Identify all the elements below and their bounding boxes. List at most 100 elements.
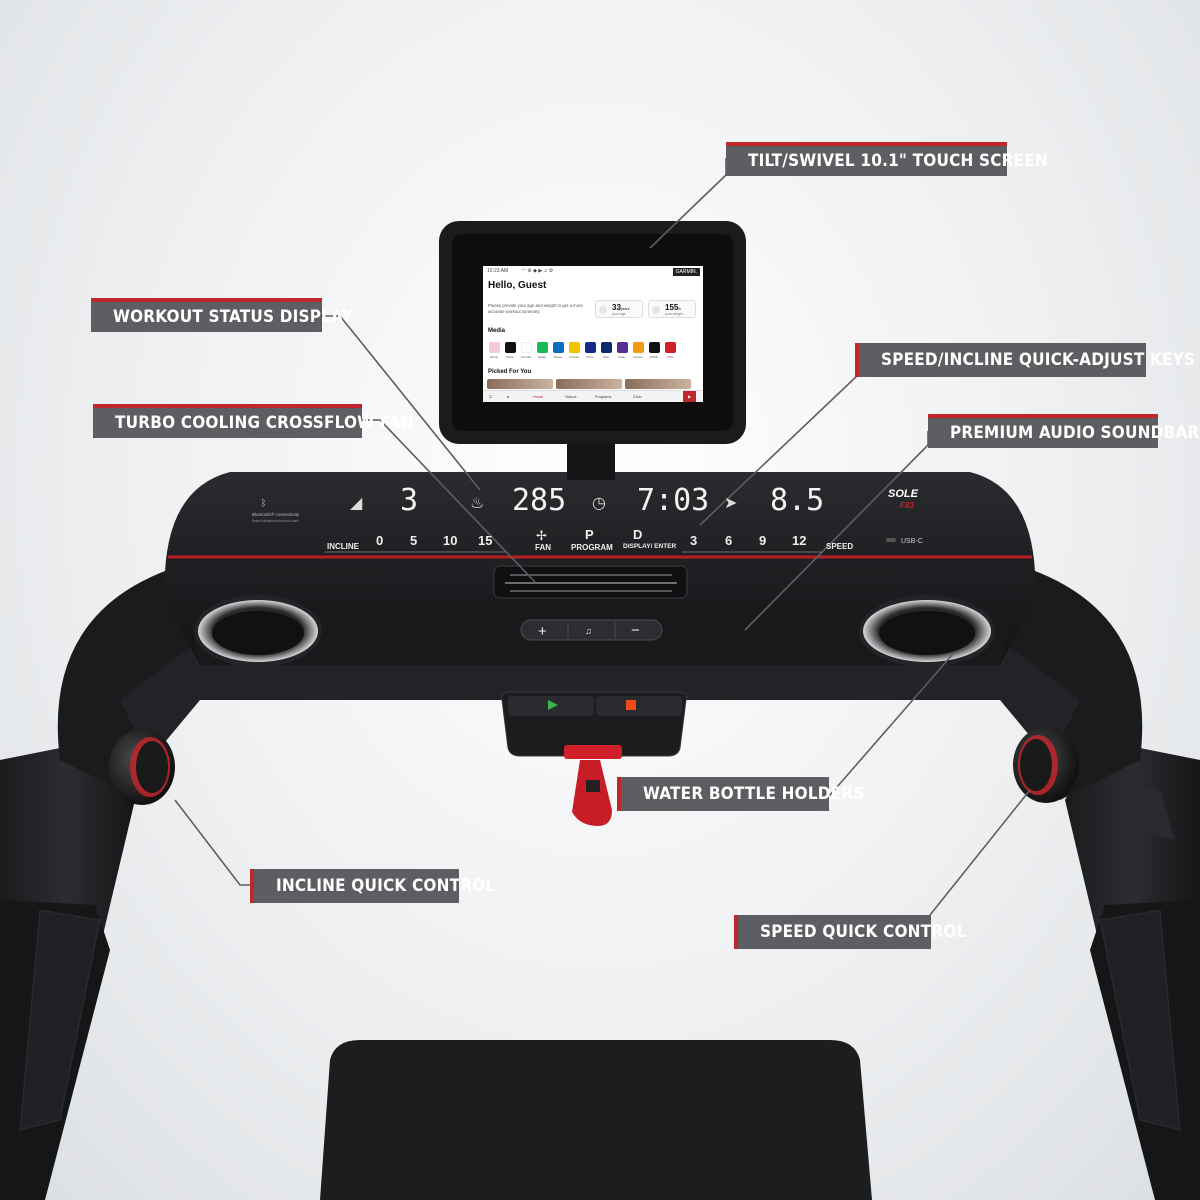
media-app-4[interactable] (537, 342, 548, 353)
usb-label: USB-C (901, 538, 923, 545)
bluetooth-icon: ᛒ (261, 498, 266, 508)
media-app-3[interactable] (521, 342, 532, 353)
display-key-label: DISPLAY/ ENTER (623, 543, 677, 550)
play-icon[interactable]: ▶ (683, 391, 696, 402)
media-heading: Media (488, 328, 506, 334)
media-app-label-1: iMovie (489, 355, 499, 359)
speed-key-3[interactable]: 3 (690, 533, 697, 548)
callout-incline-quick: INCLINE QUICK CONTROL (250, 869, 495, 903)
age-value: 33 (612, 303, 621, 312)
start-stop-pod (501, 691, 687, 757)
bluetooth-note: Select a bluetooth device to start (252, 519, 298, 523)
callout-workout-status: WORKOUT STATUS DISPLAY (91, 298, 353, 332)
volume-down-button[interactable]: − (631, 622, 640, 639)
media-app-8[interactable] (601, 342, 612, 353)
media-app-label-5: Disney (553, 355, 563, 359)
greeting: Hello, Guest (488, 280, 547, 291)
media-app-label-10: Peloton (633, 355, 643, 359)
fan-key-label: FAN (535, 543, 551, 552)
media-app-5[interactable] (553, 342, 564, 353)
bluetooth-label: Bluetooth® connectivity (252, 511, 300, 517)
media-app-label-12: CNN (666, 355, 674, 359)
safety-key (564, 745, 622, 826)
age-card[interactable]: 33years your age (595, 300, 643, 318)
time-readout: 7:03 (637, 483, 709, 518)
nav-profile-icon[interactable]: ● (507, 395, 510, 399)
nav-home[interactable]: Home (533, 395, 544, 399)
picked-thumb-1[interactable] (487, 379, 553, 389)
media-app-11[interactable] (649, 342, 660, 353)
media-app-label-7: Prime (586, 355, 594, 359)
speed-quick-knob (1013, 727, 1079, 803)
stop-icon (626, 700, 636, 710)
incline-quick-knob (109, 729, 175, 805)
media-app-9[interactable] (617, 342, 628, 353)
nav-iclub[interactable]: iClub (633, 395, 642, 399)
status-bar: 10:23 AM ◠ ⚙ ◆ ▶ ♫ ⚙ (483, 266, 703, 276)
media-app-label-9: Hulu+ (618, 355, 626, 359)
model-label: F83 (900, 501, 914, 510)
callout-turbo-fan: TURBO COOLING CROSSFLOW FAN (93, 404, 413, 438)
water-bottle-holder-left (194, 595, 322, 667)
brand-logo: SOLE (888, 488, 919, 500)
volume-up-button[interactable]: + (538, 623, 547, 640)
speed-key-9[interactable]: 9 (759, 533, 766, 548)
callout-speed-quick: SPEED QUICK CONTROL (734, 915, 966, 949)
callout-audio-soundbar: PREMIUM AUDIO SOUNDBAR (928, 414, 1199, 448)
bottom-nav: ⎋ ● Home Videos Programs iClub ▶ (483, 390, 703, 402)
nav-exit-icon[interactable]: ⎋ (489, 395, 493, 399)
media-app-label-6: Youtube (568, 355, 580, 359)
weight-unit: lb (678, 307, 682, 311)
water-bottle-holder-right (859, 595, 995, 667)
picked-thumb-3[interactable] (625, 379, 691, 389)
incline-key-15[interactable]: 15 (478, 533, 492, 548)
media-app-12[interactable] (665, 342, 676, 353)
nav-programs[interactable]: Programs (595, 395, 612, 399)
media-app-2[interactable] (505, 342, 516, 353)
media-app-10[interactable] (633, 342, 644, 353)
media-app-6[interactable] (569, 342, 580, 353)
garmin-badge: GARMIN. (672, 268, 700, 276)
fan-icon[interactable]: ✢ (536, 528, 547, 543)
incline-key-0[interactable]: 0 (376, 533, 383, 548)
age-unit: years (620, 307, 630, 311)
weight-label: your weight (665, 312, 683, 316)
media-app-1[interactable] (489, 342, 500, 353)
console-keys: INCLINE 0 5 10 15 ✢ FAN P PROGRAM D DISP… (252, 488, 923, 640)
start-icon (548, 700, 558, 710)
program-key-letter[interactable]: P (585, 527, 594, 542)
program-key-label: PROGRAM (571, 543, 613, 552)
status-time: 10:23 AM (487, 268, 509, 274)
picked-heading: Picked For You (488, 369, 532, 375)
speed-key-6[interactable]: 6 (725, 533, 732, 548)
speed-key-label: SPEED (826, 542, 853, 551)
right-upright (1065, 740, 1200, 1200)
left-upright (0, 740, 135, 1200)
media-app-label-3: YouTube (520, 355, 532, 359)
speed-readout-icon: ➤ (724, 495, 737, 512)
incline-key-10[interactable]: 10 (443, 533, 457, 548)
audio-icon: ♫ (585, 626, 592, 636)
display-key-letter[interactable]: D (633, 527, 642, 542)
speed-readout: 8.5 (770, 483, 824, 518)
incline-key-5[interactable]: 5 (410, 533, 417, 548)
media-app-7[interactable] (585, 342, 596, 353)
weight-icon (652, 306, 660, 314)
incline-key-label: INCLINE (327, 542, 360, 551)
callout-water-bottle: WATER BOTTLE HOLDERS (617, 777, 864, 811)
led-readouts: 3 285 7:03 8.5 ◢ ♨ ◷ ➤ (350, 483, 824, 518)
touch-screen[interactable]: 10:23 AM ◠ ⚙ ◆ ▶ ♫ ⚙ GARMIN. Hello, Gues… (483, 266, 703, 402)
weight-value: 155 (665, 303, 679, 312)
weight-card[interactable]: 155lb your weight (648, 300, 696, 318)
media-app-label-2: Netflix (506, 355, 514, 359)
nav-videos[interactable]: Videos (565, 395, 577, 399)
picked-thumb-2[interactable] (556, 379, 622, 389)
usb-port (886, 538, 896, 542)
greeting-description: Please provide your age and weight to ge… (488, 303, 583, 314)
speed-key-12[interactable]: 12 (792, 533, 806, 548)
media-app-label-4: Spotify (537, 355, 547, 359)
soundbar-controls (520, 619, 663, 641)
media-app-label-8: Hulu (603, 355, 609, 359)
lower-frame (320, 1040, 872, 1200)
